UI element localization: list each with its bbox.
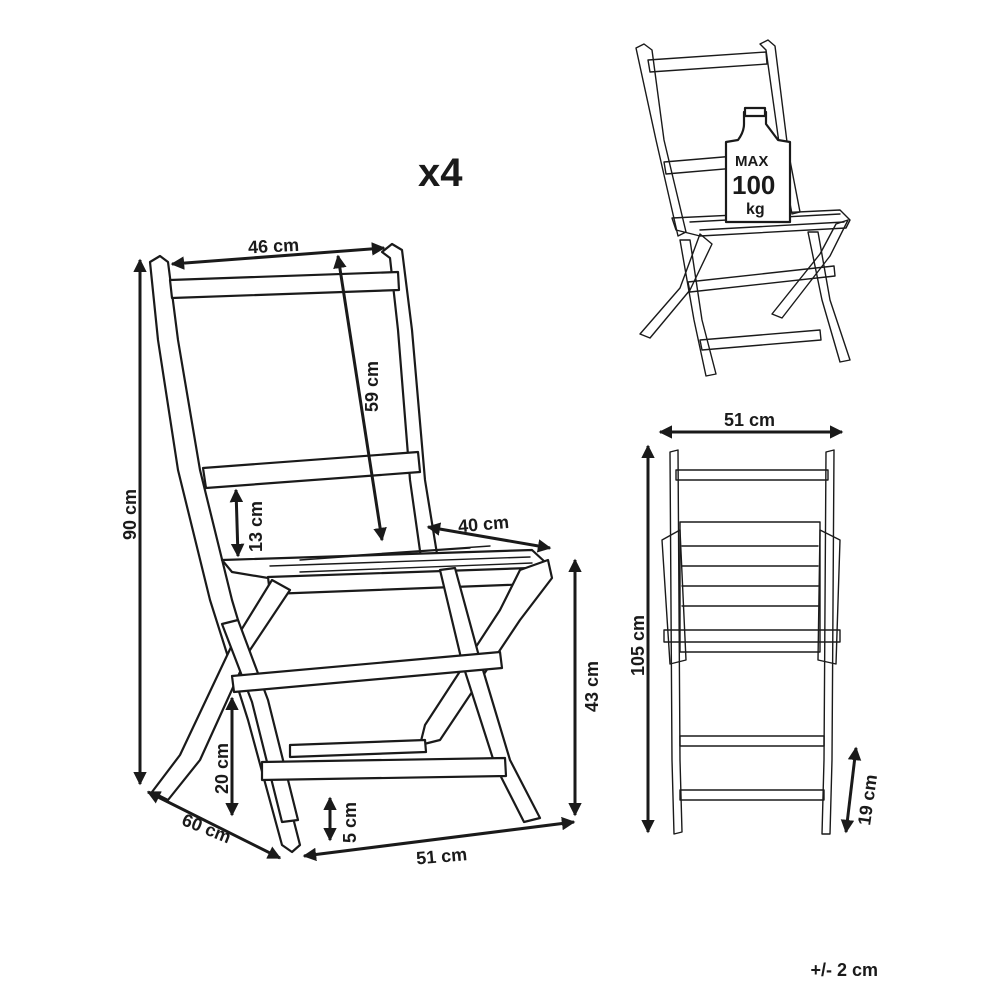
tolerance-note: +/- 2 cm: [810, 960, 878, 980]
weight-icon: MAX 100 kg: [724, 106, 792, 224]
label-folded-thickness: 19 cm: [854, 773, 881, 826]
label-folded-width: 51 cm: [724, 410, 775, 430]
label-stretcher-height: 20 cm: [212, 743, 232, 794]
label-folded-height: 105 cm: [628, 615, 648, 676]
main-dimension-lines: [133, 242, 582, 862]
label-foot-clearance: 5 cm: [340, 802, 360, 843]
label-back-height: 59 cm: [362, 361, 382, 412]
label-back-width: 46 cm: [248, 235, 300, 258]
label-seat-to-back: 13 cm: [246, 501, 266, 552]
folded-dimension-lines: [641, 425, 862, 834]
quantity-label: x4: [418, 151, 463, 195]
label-seat-height: 43 cm: [582, 661, 602, 712]
label-seat-depth: 40 cm: [457, 512, 510, 536]
label-depth: 60 cm: [179, 810, 234, 848]
label-width: 51 cm: [415, 844, 468, 868]
weight-unit: kg: [746, 201, 765, 218]
label-total-height: 90 cm: [120, 489, 140, 540]
weight-value: 100: [732, 170, 775, 200]
weight-max: MAX: [735, 153, 768, 170]
folded-chair-drawing: [661, 449, 841, 835]
main-chair-drawing: [148, 242, 554, 854]
